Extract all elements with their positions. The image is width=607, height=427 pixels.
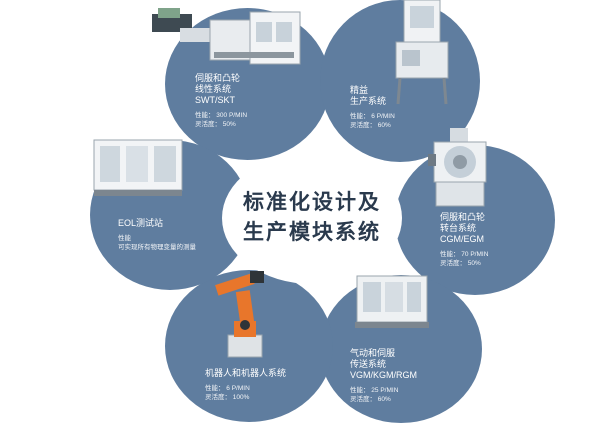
- robot-illustration: [215, 271, 264, 358]
- module-swt-skt-name: 伺服和凸轮 线性系统 SWT/SKT: [195, 73, 241, 105]
- module-robot-name: 机器人和机器人系统: [205, 368, 287, 378]
- module-vgm-name: 气动和伺服 传送系统 VGM/KGM/RGM: [350, 348, 417, 380]
- module-robot-stats: 性能： 6 P/MIN 灵活度： 100%: [205, 385, 250, 401]
- eol-test-station-illustration: [93, 139, 183, 196]
- module-eol-name: EOL测试站: [118, 218, 164, 228]
- module-swt-skt-stats: 性能： 300 P/MIN 灵活度： 50%: [195, 112, 248, 128]
- module-swt-skt: 伺服和凸轮 线性系统 SWT/SKT 性能： 300 P/MIN 灵活度： 50…: [195, 73, 247, 129]
- module-cgm-egm-name: 伺服和凸轮 转台系统 CGM/EGM: [440, 212, 486, 244]
- center-hub: 标准化设计及 生产模块系统: [222, 152, 402, 284]
- module-vgm: 气动和伺服 传送系统 VGM/KGM/RGM 性能： 25 P/MIN 灵活度：…: [350, 348, 417, 404]
- module-eol-stats: 性能 可实现所有物理变量的测量: [118, 235, 196, 251]
- precision-machine-illustration: [395, 0, 449, 105]
- swt-skt-machine-illustration: [152, 8, 301, 65]
- module-cgm-egm: 伺服和凸轮 转台系统 CGM/EGM 性能： 70 P/MIN 灵活度： 50%: [440, 212, 488, 268]
- module-precision: 精益 生产系统 性能： 6 P/MIN 灵活度： 60%: [350, 85, 395, 130]
- module-eol: EOL测试站 性能 可实现所有物理变量的测量: [118, 218, 196, 252]
- cgm-egm-machine-illustration: [428, 128, 487, 207]
- module-robot: 机器人和机器人系统 性能： 6 P/MIN 灵活度： 100%: [205, 368, 286, 402]
- module-precision-stats: 性能： 6 P/MIN 灵活度： 60%: [350, 113, 395, 129]
- center-title-line1: 标准化设计及: [243, 191, 381, 214]
- module-precision-name: 精益 生产系统: [350, 85, 387, 106]
- module-cgm-egm-stats: 性能： 70 P/MIN 灵活度： 50%: [440, 251, 489, 267]
- center-title-line2: 生产模块系统: [243, 221, 381, 244]
- module-vgm-stats: 性能： 25 P/MIN 灵活度： 60%: [350, 387, 399, 403]
- vgm-machine-illustration: [355, 275, 429, 328]
